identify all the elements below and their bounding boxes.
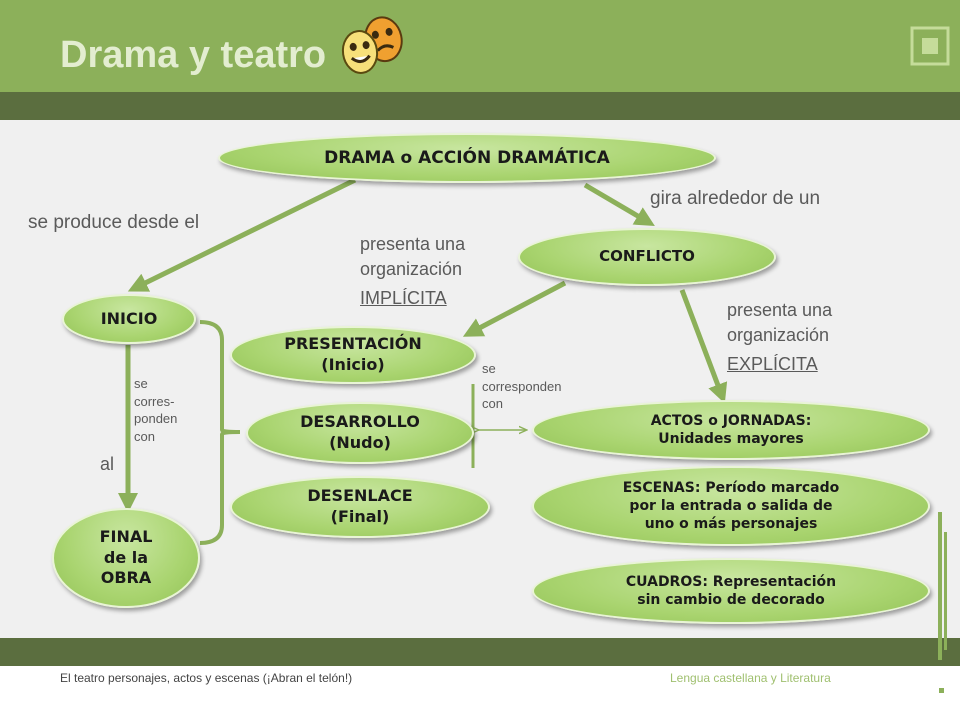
decorative-dot [939, 688, 944, 693]
footer-subject: Lengua castellana y Literatura [670, 671, 831, 685]
square-menu-icon [910, 26, 950, 66]
label-se-corresponden-left: se corres- ponden con [134, 376, 178, 444]
label-presenta-explicita: presenta una organización [727, 300, 833, 345]
node-cuadros-label: CUADROS: Representación sin cambio de de… [625, 573, 837, 608]
label-al: al [100, 454, 115, 474]
header-divider-band [0, 92, 960, 120]
footer-band [0, 666, 960, 720]
node-escenas: ESCENAS: Período marcado por la entrada … [532, 466, 930, 546]
arrow-conflicto-to-presentacion [462, 280, 567, 337]
node-desenlace: DESENLACE (Final) [230, 476, 490, 538]
label-presenta-implicita: presenta una organización [360, 234, 466, 279]
node-final: FINAL de la OBRA [52, 508, 200, 608]
footer-divider-band [0, 638, 960, 666]
bracket-inicio-final [199, 320, 241, 545]
label-gira: gira alrededor de un [650, 188, 821, 209]
footer-presentation-title: El teatro personajes, actos y escenas (¡… [60, 671, 353, 685]
arrow-drama-to-conflicto [583, 182, 655, 227]
slide-title: Drama y teatro [60, 34, 327, 76]
node-actos-label: ACTOS o JORNADAS: Unidades mayores [650, 412, 812, 447]
node-inicio: INICIO [62, 294, 196, 344]
node-drama: DRAMA o ACCIÓN DRAMÁTICA [218, 133, 716, 183]
node-presentacion-label: PRESENTACIÓN (Inicio) [284, 334, 422, 374]
arrow-conflicto-to-actos [679, 289, 728, 404]
node-cuadros: CUADROS: Representación sin cambio de de… [532, 558, 930, 624]
node-conflicto-label: CONFLICTO [599, 247, 695, 266]
node-desarrollo-label: DESARROLLO (Nudo) [300, 412, 420, 452]
label-explicita: EXPLÍCITA [727, 354, 818, 374]
node-presentacion: PRESENTACIÓN (Inicio) [230, 326, 476, 384]
node-drama-label: DRAMA o ACCIÓN DRAMÁTICA [324, 147, 610, 168]
decorative-bar [938, 512, 947, 660]
node-desenlace-label: DESENLACE (Final) [307, 486, 413, 526]
theater-masks-icon [341, 16, 403, 74]
node-desarrollo: DESARROLLO (Nudo) [246, 402, 474, 464]
arrow-drama-to-inicio [127, 177, 357, 292]
header-band [0, 0, 960, 92]
label-se-corresponden-mid: se corresponden con [482, 361, 562, 412]
node-conflicto: CONFLICTO [518, 228, 776, 286]
node-escenas-label: ESCENAS: Período marcado por la entrada … [622, 479, 840, 533]
node-actos: ACTOS o JORNADAS: Unidades mayores [532, 400, 930, 460]
node-inicio-label: INICIO [100, 308, 158, 328]
node-final-label: FINAL de la OBRA [99, 526, 153, 588]
label-se-produce: se produce desde el [28, 212, 200, 233]
label-implicita: IMPLÍCITA [360, 288, 447, 308]
